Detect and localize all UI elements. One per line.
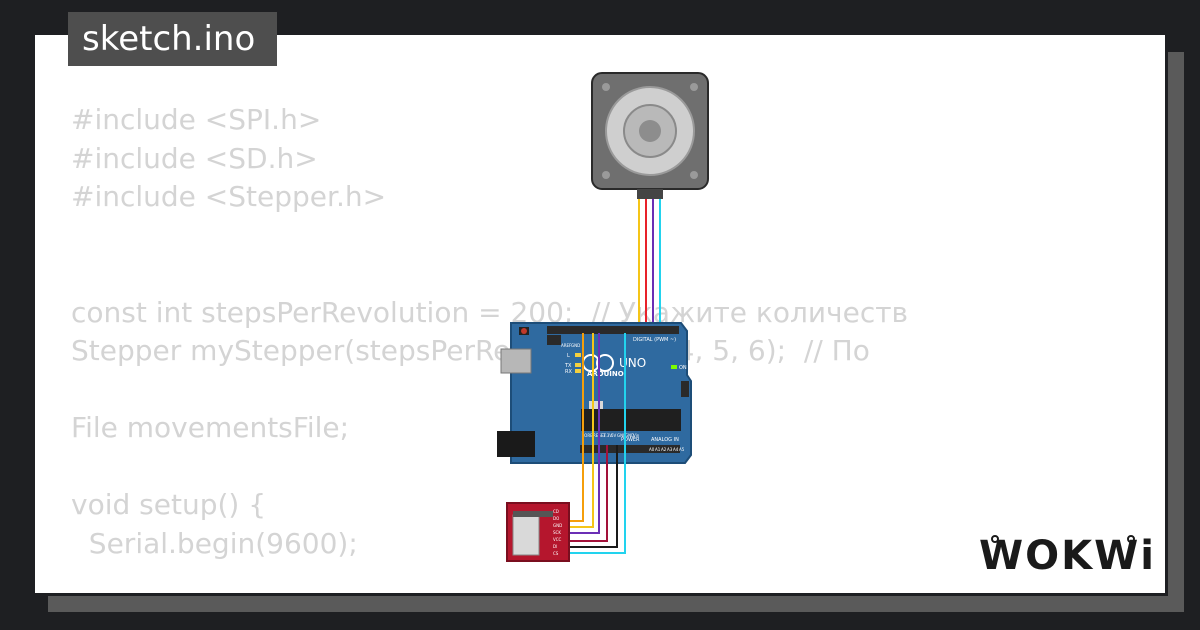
- sd-pin-vcc-label: VCC: [553, 537, 562, 542]
- code-line: const int stepsPerRevolution = 200; // У…: [71, 295, 909, 329]
- digital-header-label: DIGITAL (PWM ~): [633, 337, 676, 343]
- pin-vin-label: Vin: [633, 433, 640, 438]
- wokwi-logo[interactable]: WOKWi: [979, 529, 1155, 579]
- sd-card-module[interactable]: CD DO GND SCK VCC DI CS: [506, 502, 570, 562]
- pin-a1-label: A1: [655, 447, 661, 452]
- power-header-label: POWER: [621, 437, 640, 443]
- gnd-pin-label: GND: [571, 343, 580, 348]
- logo-node-icon: [991, 535, 999, 543]
- pin-a5-label: A5: [679, 447, 685, 452]
- sd-pin-do-label: DO: [553, 516, 559, 521]
- sd-pin-di-label: DI: [553, 544, 557, 549]
- led-label-tx: TX: [564, 363, 572, 369]
- pin-5v-label: 5V: [611, 433, 617, 438]
- logo-node-icon: [1127, 535, 1135, 543]
- board-brand-label: ARDUINO: [587, 370, 624, 378]
- circuit-diagram: UNO ARDUINO DIGITAL (PWM ~) POWER ANALOG…: [497, 72, 709, 562]
- pin-a0-label: A0: [649, 447, 655, 452]
- pin-a3-label: A3: [667, 447, 673, 452]
- code-preview: #include <SPI.h> #include <SD.h> #includ…: [71, 101, 908, 563]
- board-model-label: UNO: [619, 356, 646, 370]
- file-tab[interactable]: sketch.ino: [68, 12, 278, 66]
- led-label-l: L: [567, 353, 570, 359]
- motor-wires: [638, 199, 661, 325]
- code-line: Serial.begin(9600);: [71, 526, 358, 560]
- arduino-uno-board[interactable]: UNO ARDUINO DIGITAL (PWM ~) POWER ANALOG…: [497, 322, 692, 464]
- stepper-motor[interactable]: [591, 72, 709, 199]
- pin-a2-label: A2: [661, 447, 667, 452]
- code-line: #include <SD.h>: [71, 141, 318, 175]
- pin-gnd-label: GND: [617, 433, 626, 438]
- sd-pin-gnd-label: GND: [553, 523, 562, 528]
- project-card: #include <SPI.h> #include <SD.h> #includ…: [32, 32, 1168, 596]
- led-label-rx: RX: [565, 369, 572, 375]
- code-line: #include <Stepper.h>: [71, 180, 387, 213]
- sd-pin-cs-label: CS: [553, 551, 559, 556]
- on-led-label: ON: [679, 365, 687, 371]
- code-line: File movementsFile;: [71, 411, 350, 444]
- code-line: void setup() {: [71, 488, 267, 521]
- pin-ioref-label: IOREF: [583, 433, 596, 438]
- pin-gnd2-label: GND: [625, 433, 634, 438]
- sd-pin-sck-label: SCK: [553, 530, 561, 535]
- sd-pin-cd-label: CD: [553, 509, 559, 514]
- pin-a4-label: A4: [673, 447, 679, 452]
- aref-pin-label: AREF: [561, 343, 572, 348]
- analog-header-label: ANALOG IN: [651, 437, 679, 443]
- logo-text: WOKWi: [979, 533, 1155, 579]
- code-line: #include <SPI.h>: [71, 103, 322, 136]
- sd-wires: [567, 333, 626, 554]
- pin-3v3-label: 3.3V: [603, 433, 612, 438]
